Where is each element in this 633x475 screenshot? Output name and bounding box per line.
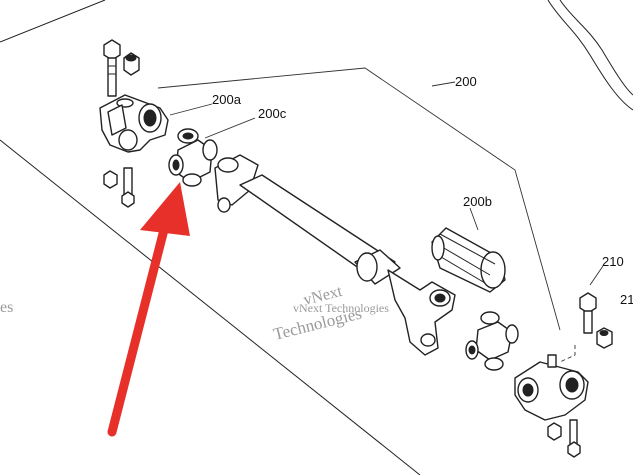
- leader-lines: [126, 67, 604, 363]
- drive-shaft-tube: [214, 154, 456, 356]
- callout-labels: 200 200a 200c 200b 210 21: [212, 74, 633, 307]
- callout-200c: 200c: [258, 106, 287, 121]
- watermark-edge: es: [0, 299, 13, 316]
- callout-200b: 200b: [463, 194, 492, 209]
- shaft-boot-200b: [431, 227, 506, 293]
- watermark-main: vNext Technologies: [293, 301, 389, 315]
- top-bolt-left: [103, 39, 121, 97]
- red-pointer-arrow-icon: [107, 182, 190, 437]
- top-nut-left: [123, 52, 140, 76]
- callout-21x: 21: [620, 292, 633, 307]
- callout-210: 210: [602, 254, 624, 269]
- callout-200a: 200a: [212, 92, 242, 107]
- left-yoke-200a: [99, 94, 169, 153]
- universal-joint-200c: [168, 128, 218, 187]
- universal-joint-lower: [465, 311, 519, 371]
- right-yoke: [514, 354, 589, 421]
- lower-left-fasteners: [103, 167, 135, 208]
- watermark: vNext Technologies Technologies vNext es: [0, 283, 389, 344]
- right-fasteners: [547, 292, 613, 458]
- callout-200: 200: [455, 74, 477, 89]
